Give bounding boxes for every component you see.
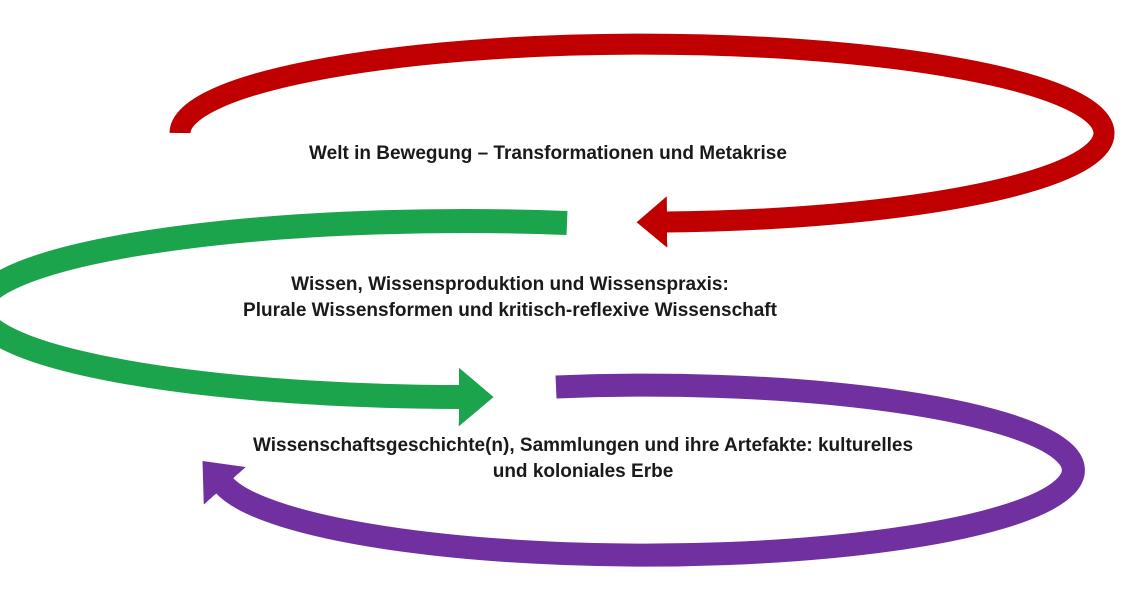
green-cycle-arrow (0, 209, 568, 427)
purple-cycle-arrow (202, 373, 1085, 567)
red-arrow-label-line: Welt in Bewegung – Transformationen und … (309, 143, 787, 164)
purple-arrow-label-line: und koloniales Erbe (492, 461, 674, 482)
purple-arrow-label-line: Wissenschaftsgeschichte(n), Sammlungen u… (252, 435, 914, 456)
red-arrow-label: Welt in Bewegung – Transformationen und … (148, 141, 948, 167)
green-arrow-label: Wissen, Wissensproduktion und Wissenspra… (110, 272, 910, 324)
green-arrow-label-line: Plurale Wissensformen und kritisch-refle… (243, 300, 777, 321)
purple-arrow-label: Wissenschaftsgeschichte(n), Sammlungen u… (183, 433, 983, 485)
red-cycle-arrow (169, 33, 1115, 248)
green-arrow-label-line: Wissen, Wissensproduktion und Wissenspra… (291, 274, 729, 295)
